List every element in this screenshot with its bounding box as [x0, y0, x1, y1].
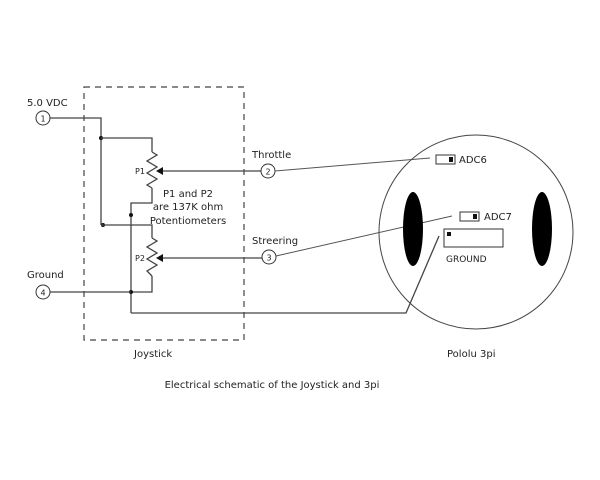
robot-label: Pololu 3pi — [447, 349, 495, 360]
terminal-3-number: 3 — [266, 254, 271, 263]
ground-pin-label: GROUND — [446, 255, 487, 265]
terminal-1-label: 5.0 VDC — [27, 98, 68, 109]
adc6-connector-icon — [435, 154, 456, 165]
p2-wiper-arrow-icon — [156, 254, 163, 262]
left-wheel-icon — [403, 192, 423, 266]
p2-label: P2 — [135, 254, 145, 263]
terminal-4-label: Ground — [27, 270, 64, 281]
adc6-pin-icon — [449, 157, 453, 162]
pot-note-line-2: are 137K ohm — [153, 202, 223, 213]
p1-label: P1 — [135, 167, 145, 176]
joystick-enclosure — [83, 86, 245, 341]
terminal-4-number: 4 — [40, 289, 45, 298]
pot-note-line-3: Potentiometers — [150, 216, 226, 227]
joystick-label: Joystick — [133, 349, 172, 360]
p2-resistor-icon — [145, 237, 159, 277]
vdc-wire — [50, 117, 102, 225]
terminal-2-number: 2 — [265, 168, 270, 177]
p1-wiper-arrow-icon — [156, 167, 163, 175]
ground-connector-icon — [443, 228, 504, 248]
terminal-3-node — [261, 249, 277, 265]
junction-dot — [129, 213, 133, 217]
adc7-connector-icon — [459, 211, 480, 222]
right-wheel-icon — [532, 192, 552, 266]
p2-top-wire — [101, 224, 153, 238]
adc7-pin-icon — [473, 214, 477, 219]
diagram-caption: Electrical schematic of the Joystick and… — [165, 380, 380, 391]
ground-bus-wire — [131, 235, 440, 314]
terminal-2-label: Throttle — [251, 150, 291, 161]
pot-note-line-1: P1 and P2 — [163, 189, 213, 200]
terminal-1-number: 1 — [40, 115, 45, 124]
p1-resistor-icon — [145, 151, 159, 189]
throttle-wire — [274, 157, 431, 172]
adc6-label: ADC6 — [459, 155, 487, 166]
steering-wire — [275, 215, 453, 257]
adc7-label: ADC7 — [484, 212, 512, 223]
p1-bottom-wire — [130, 188, 153, 313]
p2-bottom-wire — [131, 276, 153, 293]
ground-pin-icon — [447, 232, 451, 236]
terminal-3-label: Streering — [252, 236, 298, 247]
robot-body — [378, 134, 574, 330]
p1-top-wire — [101, 137, 153, 152]
